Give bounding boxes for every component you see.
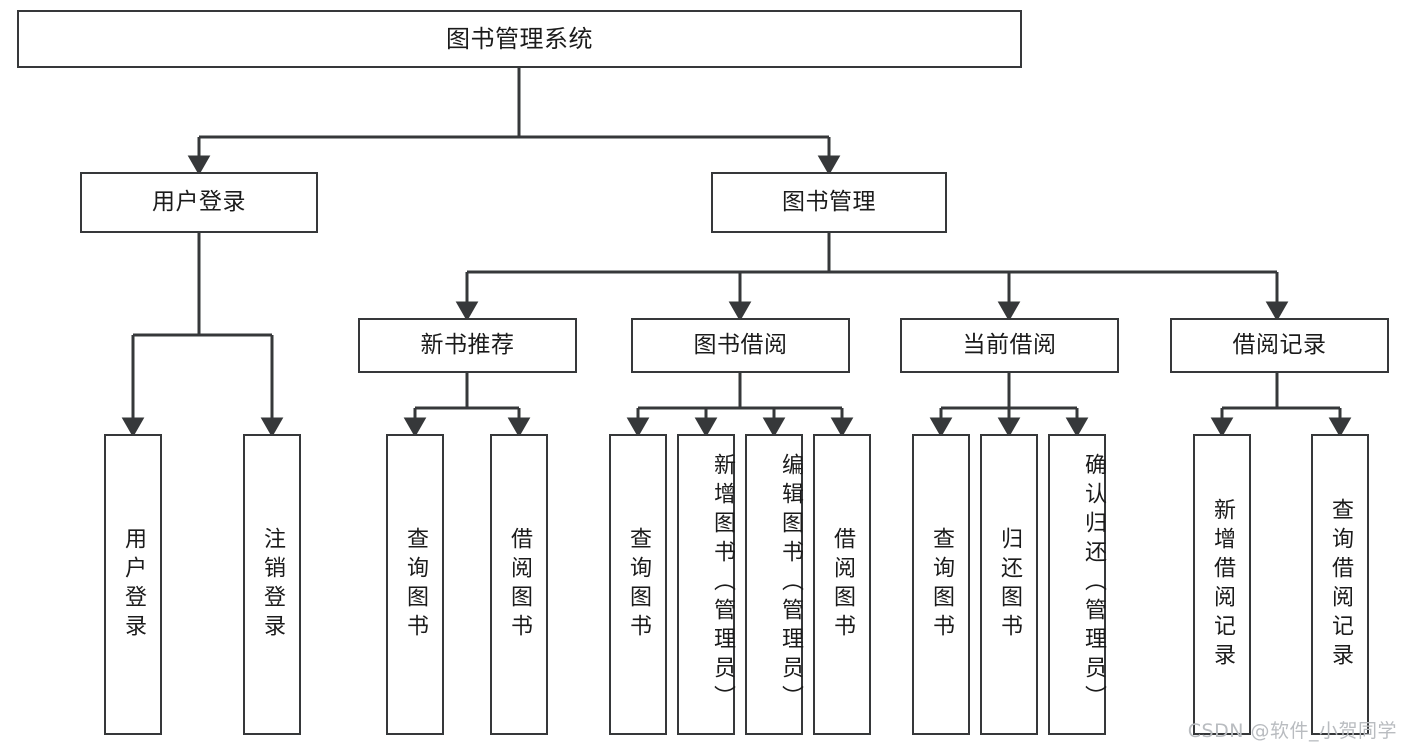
node-book-manage-label: 图书管理: [782, 188, 876, 215]
node-user-login-label: 用户登录: [152, 188, 246, 215]
node-leaf-borrow-book-2-label: 借阅图书: [830, 526, 855, 643]
node-user-login[interactable]: 用户登录: [80, 172, 318, 233]
node-leaf-add-book[interactable]: 新增图书（管理员）: [677, 434, 735, 735]
node-root-label: 图书管理系统: [446, 24, 593, 53]
node-leaf-add-record[interactable]: 新增借阅记录: [1193, 434, 1251, 735]
node-leaf-edit-book[interactable]: 编辑图书（管理员）: [745, 434, 803, 735]
node-leaf-query-book-2[interactable]: 查询图书: [609, 434, 667, 735]
node-leaf-user-login-label: 用户登录: [121, 526, 146, 643]
node-leaf-query-record[interactable]: 查询借阅记录: [1311, 434, 1369, 735]
node-leaf-borrow-book-2[interactable]: 借阅图书: [813, 434, 871, 735]
node-current-borrow-label: 当前借阅: [962, 331, 1057, 358]
node-leaf-borrow-book-1[interactable]: 借阅图书: [490, 434, 548, 735]
node-new-book-rec[interactable]: 新书推荐: [358, 318, 577, 373]
node-book-borrow[interactable]: 图书借阅: [631, 318, 850, 373]
node-leaf-logout[interactable]: 注销登录: [243, 434, 301, 735]
node-leaf-query-book-1-label: 查询图书: [403, 526, 428, 643]
node-leaf-user-login[interactable]: 用户登录: [104, 434, 162, 735]
node-leaf-query-book-1[interactable]: 查询图书: [386, 434, 444, 735]
node-leaf-query-book-3[interactable]: 查询图书: [912, 434, 970, 735]
node-leaf-add-record-label: 新增借阅记录: [1210, 497, 1235, 672]
node-current-borrow[interactable]: 当前借阅: [900, 318, 1119, 373]
node-leaf-return-book[interactable]: 归还图书: [980, 434, 1038, 735]
node-borrow-record-label: 借阅记录: [1232, 331, 1327, 358]
node-leaf-query-book-3-label: 查询图书: [929, 526, 954, 643]
csdn-watermark: CSDN @软件_小贺同学: [1187, 720, 1397, 742]
node-book-manage[interactable]: 图书管理: [711, 172, 947, 233]
node-leaf-query-book-2-label: 查询图书: [626, 526, 651, 643]
node-leaf-borrow-book-1-label: 借阅图书: [507, 526, 532, 643]
node-root[interactable]: 图书管理系统: [17, 10, 1022, 68]
node-book-borrow-label: 图书借阅: [693, 331, 788, 358]
node-new-book-rec-label: 新书推荐: [420, 331, 515, 358]
node-leaf-return-book-label: 归还图书: [997, 526, 1022, 643]
node-leaf-confirm-return[interactable]: 确认归还（管理员）: [1048, 434, 1106, 735]
node-leaf-logout-label: 注销登录: [260, 526, 285, 643]
node-leaf-edit-book-label: 编辑图书（管理员）: [778, 453, 803, 714]
node-leaf-confirm-return-label: 确认归还（管理员）: [1081, 453, 1106, 714]
node-leaf-query-record-label: 查询借阅记录: [1328, 497, 1353, 672]
node-leaf-add-book-label: 新增图书（管理员）: [710, 453, 735, 714]
node-borrow-record[interactable]: 借阅记录: [1170, 318, 1389, 373]
